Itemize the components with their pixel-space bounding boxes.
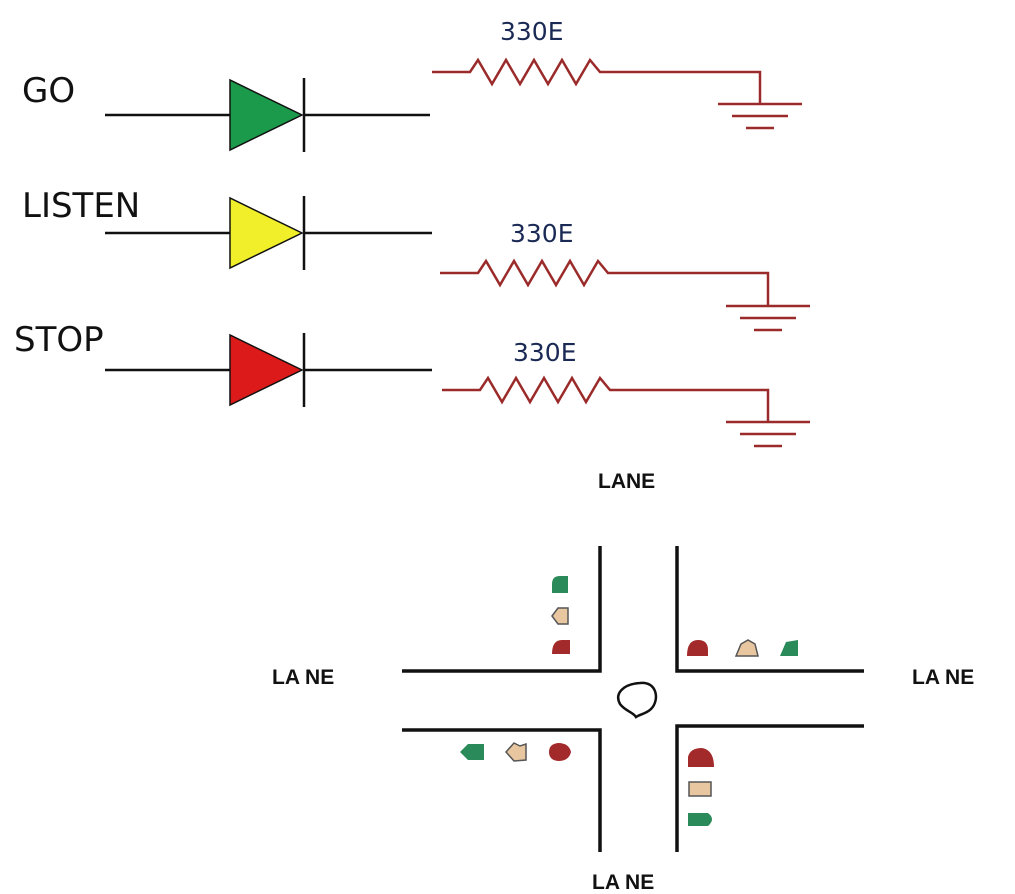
lane-label-bottom: LA NE [592, 871, 654, 894]
light-red-icon [552, 640, 570, 654]
listen-led-icon [229, 196, 304, 270]
go-ground-icon [718, 102, 802, 130]
listen-ground-icon [726, 304, 810, 332]
light-red-icon [549, 743, 571, 761]
go-resistor-icon [432, 57, 762, 104]
traffic-light-south [688, 748, 714, 826]
light-green-icon [460, 744, 484, 760]
circuit-stop: STOP 330E [14, 320, 810, 448]
road-edge-top-left [402, 546, 602, 673]
light-red-icon [688, 748, 714, 767]
intersection: LANE LA NE LA NE LA NE [272, 470, 974, 894]
road-edge-top-right [675, 546, 864, 673]
go-label: GO [22, 71, 75, 111]
go-led-icon [229, 78, 304, 152]
stop-resistor-icon [442, 375, 770, 422]
light-green-icon [688, 813, 712, 826]
road-edge-bottom-left [402, 728, 602, 852]
light-green-icon [780, 640, 798, 656]
lane-label-left: LA NE [272, 666, 334, 689]
lane-label-top: LANE [598, 470, 655, 493]
road-edge-bottom-right [675, 724, 864, 852]
stop-label: STOP [14, 320, 104, 360]
listen-resistor-value: 330E [510, 219, 574, 248]
stop-ground-icon [726, 420, 810, 448]
circuit-go: GO 330E [22, 17, 802, 152]
stop-led-icon [229, 333, 304, 407]
light-amber-icon [551, 607, 569, 625]
traffic-light-east [687, 639, 798, 657]
junction-marker-icon [617, 681, 658, 719]
lane-label-right: LA NE [912, 666, 974, 689]
traffic-light-west [460, 742, 571, 762]
go-resistor-value: 330E [500, 17, 564, 46]
light-amber-icon [688, 781, 712, 797]
light-green-icon [552, 576, 568, 593]
light-amber-icon [734, 639, 759, 657]
traffic-light-north [551, 576, 570, 654]
listen-resistor-icon [440, 258, 770, 306]
light-red-icon [687, 640, 708, 656]
circuit-listen: LISTEN 330E [22, 186, 810, 332]
light-amber-icon [504, 742, 527, 762]
listen-label: LISTEN [22, 186, 140, 226]
stop-resistor-value: 330E [513, 338, 577, 367]
